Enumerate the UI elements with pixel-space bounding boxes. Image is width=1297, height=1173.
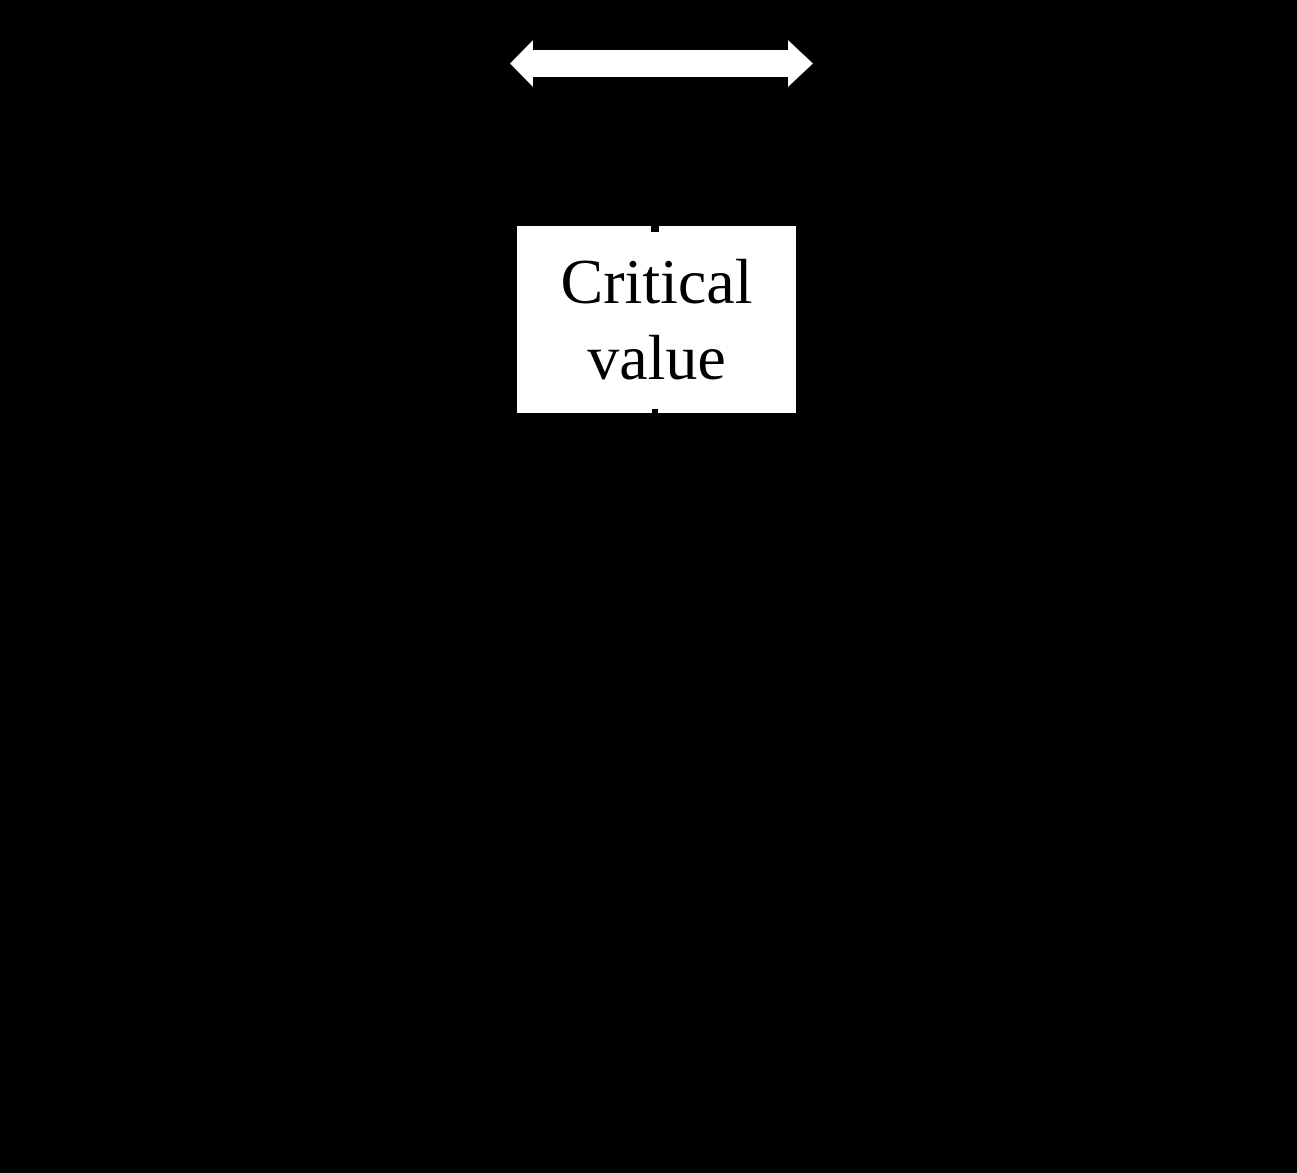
dashed-line-remnant-top <box>651 226 659 232</box>
double-arrow-shape <box>510 40 813 87</box>
critical-value-label-box: Critical value <box>517 226 796 413</box>
critical-value-label: Critical value <box>560 245 753 393</box>
double-arrow-icon <box>510 40 813 87</box>
dashed-line-remnant-bottom <box>652 409 658 413</box>
